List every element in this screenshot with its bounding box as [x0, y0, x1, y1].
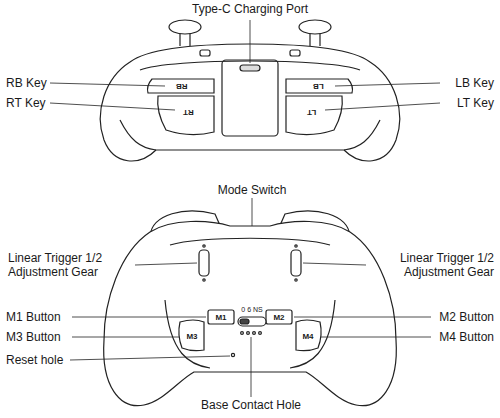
part-label: Linear Trigger 1/2 Adjustment Gear: [376, 251, 494, 279]
back-view: [70, 198, 431, 406]
base-contact-hole: [259, 332, 262, 335]
part-label: Mode Switch: [218, 183, 287, 197]
thumbstick: [169, 20, 201, 34]
part-label: Linear Trigger 1/2 Adjustment Gear: [8, 251, 126, 279]
center-panel: [222, 60, 278, 136]
leader-line: [70, 198, 431, 397]
switch-marking: 0 6 NS: [241, 306, 262, 314]
button-marking: M4: [302, 332, 313, 341]
mode-switch-knob: [240, 319, 249, 324]
controller-body-back: [104, 221, 397, 405]
part-label: LT Key: [457, 96, 494, 110]
button-marking: M2: [273, 313, 284, 322]
m2-button: [266, 310, 292, 324]
key-marking: RB: [176, 82, 188, 91]
m3-paddle: [179, 320, 204, 351]
part-label: Base Contact Hole: [201, 398, 301, 412]
mode-switch: [238, 317, 266, 326]
gear-dot: [203, 279, 205, 281]
gear-dot: [203, 245, 205, 247]
base-contact-hole: [241, 332, 244, 335]
rt-trigger: [158, 96, 214, 135]
thumbstick: [299, 20, 331, 34]
button-marking: M3: [186, 332, 197, 341]
part-label: M4 Button: [439, 330, 494, 344]
part-label: M1 Button: [6, 310, 61, 324]
m4-paddle: [296, 320, 321, 351]
key-marking: LB: [313, 82, 324, 91]
small-button: [290, 50, 300, 56]
base-contact-hole: [253, 332, 256, 335]
gear-dot: [295, 245, 297, 247]
key-marking: LT: [307, 108, 316, 117]
port-label: Type-C Charging Port: [192, 2, 308, 16]
gear-dot: [295, 279, 297, 281]
button-marking: M1: [215, 313, 226, 322]
reset-hole: [231, 353, 234, 356]
adjustment-gear: [291, 250, 301, 276]
part-label: RT Key: [6, 96, 46, 110]
key-marking: RT: [183, 108, 194, 117]
adjustment-gear: [199, 250, 209, 276]
part-label: Reset hole: [6, 353, 63, 367]
part-label: RB Key: [6, 76, 47, 90]
part-label: LB Key: [455, 76, 494, 90]
lt-trigger: [286, 96, 342, 135]
base-contact-hole: [247, 332, 250, 335]
type-c-port: [240, 65, 260, 71]
part-label: M2 Button: [439, 310, 494, 324]
top-view: [50, 20, 440, 161]
body-contour: [165, 238, 335, 368]
small-button: [200, 50, 210, 56]
m1-button: [208, 310, 234, 324]
part-label: M3 Button: [6, 330, 61, 344]
body-contour: [120, 61, 380, 150]
leader-line: [50, 20, 440, 110]
